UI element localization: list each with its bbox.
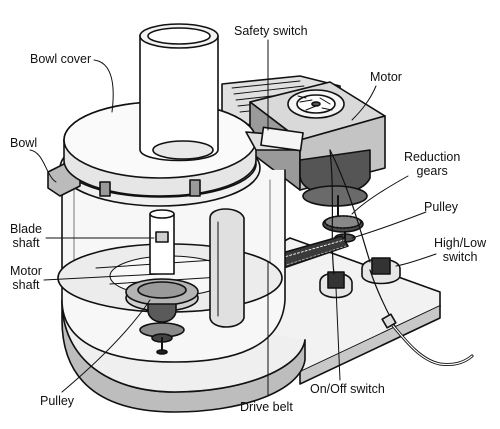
label-high-low-switch: High/Low switch — [434, 236, 486, 264]
label-blade-shaft-line2: shaft — [12, 236, 40, 250]
reduction-gears — [322, 215, 364, 245]
label-pulley-left: Pulley — [40, 394, 75, 408]
label-drive-belt: Drive belt — [240, 400, 293, 414]
label-safety-switch: Safety switch — [234, 24, 308, 38]
label-motor-shaft-line2: shaft — [12, 278, 40, 292]
label-motor: Motor — [370, 70, 402, 84]
label-motor-shaft: Motor shaft — [10, 264, 42, 292]
label-bowl-cover: Bowl cover — [30, 52, 92, 66]
blade-shaft — [149, 209, 175, 275]
label-pulley-right: Pulley — [424, 200, 459, 214]
label-motor-shaft-line1: Motor — [10, 264, 42, 278]
label-bowl: Bowl — [10, 136, 38, 150]
label-reduction-gears-line2: gears — [416, 164, 448, 178]
motor-assembly — [221, 75, 386, 219]
label-high-low-switch-line2: switch — [442, 250, 478, 264]
label-on-off-switch: On/Off switch — [310, 382, 385, 396]
label-blade-shaft-line1: Blade — [10, 222, 42, 236]
label-reduction-gears-line1: Reduction — [404, 150, 461, 164]
bowl-cover — [63, 23, 304, 197]
label-reduction-gears: Reduction gears — [404, 150, 460, 178]
leader-lines — [29, 39, 437, 397]
label-blade-shaft: Blade shaft — [10, 222, 42, 250]
label-high-low-switch-line1: High/Low — [434, 236, 487, 250]
pulley-assembly — [125, 278, 199, 355]
